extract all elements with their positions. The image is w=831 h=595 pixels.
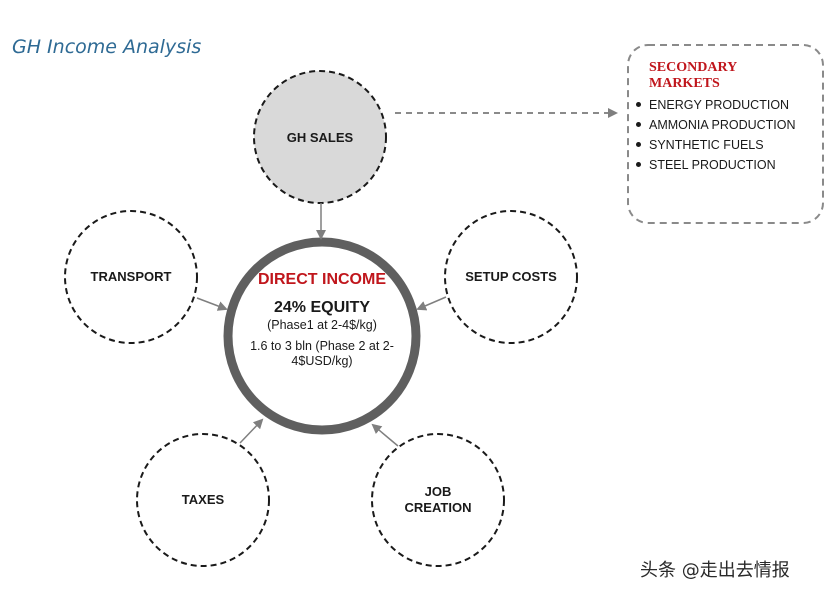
setup-costs-arrow <box>416 296 447 311</box>
secondary-markets-title: SECONDARY MARKETS <box>649 60 737 91</box>
secondary-markets: SECONDARY MARKETS ENERGY PRODUCTION AMMO… <box>636 60 816 175</box>
phase2-text: 1.6 to 3 bln (Phase 2 at 2-4$USD/kg) <box>250 339 394 368</box>
list-item-label: SYNTHETIC FUELS <box>649 138 764 152</box>
secondary-markets-box <box>627 44 824 224</box>
bullet-icon <box>636 122 641 127</box>
list-item-label: STEEL PRODUCTION <box>649 158 776 172</box>
bullet-icon <box>636 102 641 107</box>
direct-income-title: DIRECT INCOME <box>258 271 386 288</box>
gh-sales-label: GH SALES <box>286 130 354 145</box>
transport-circle <box>64 210 198 344</box>
bullet-icon <box>636 162 641 167</box>
list-item: SYNTHETIC FUELS <box>636 135 816 155</box>
taxes-circle <box>136 433 270 567</box>
bullet-icon <box>636 142 641 147</box>
job-creation-label: JOB CREATION <box>404 484 472 515</box>
secondary-markets-list: ENERGY PRODUCTION AMMONIA PRODUCTION SYN… <box>636 95 816 175</box>
taxes-arrow <box>239 418 264 444</box>
phase1-text: (Phase1 at 2-4$/kg) <box>267 318 377 332</box>
transport-arrow <box>196 297 228 311</box>
list-item: AMMONIA PRODUCTION <box>636 115 816 135</box>
direct-income-text: DIRECT INCOME 24% EQUITY (Phase1 at 2-4$… <box>236 270 408 369</box>
equity-value: 24% EQUITY <box>273 299 371 316</box>
list-item: ENERGY PRODUCTION <box>636 95 816 115</box>
page-title: GH Income Analysis <box>12 36 202 58</box>
watermark: 头条 @走出去情报 <box>640 560 790 581</box>
job-creation-arrow <box>371 423 399 447</box>
direct-income-circle <box>223 237 421 435</box>
taxes-label: TAXES <box>181 492 225 507</box>
setup-costs-circle <box>444 210 578 344</box>
list-item: STEEL PRODUCTION <box>636 155 816 175</box>
job-creation-circle <box>371 433 505 567</box>
list-item-label: AMMONIA PRODUCTION <box>649 118 796 132</box>
setup-costs-label: SETUP COSTS <box>465 269 557 284</box>
list-item-label: ENERGY PRODUCTION <box>649 98 790 112</box>
gh-sales-circle <box>253 70 387 204</box>
transport-label: TRANSPORT <box>90 269 172 284</box>
